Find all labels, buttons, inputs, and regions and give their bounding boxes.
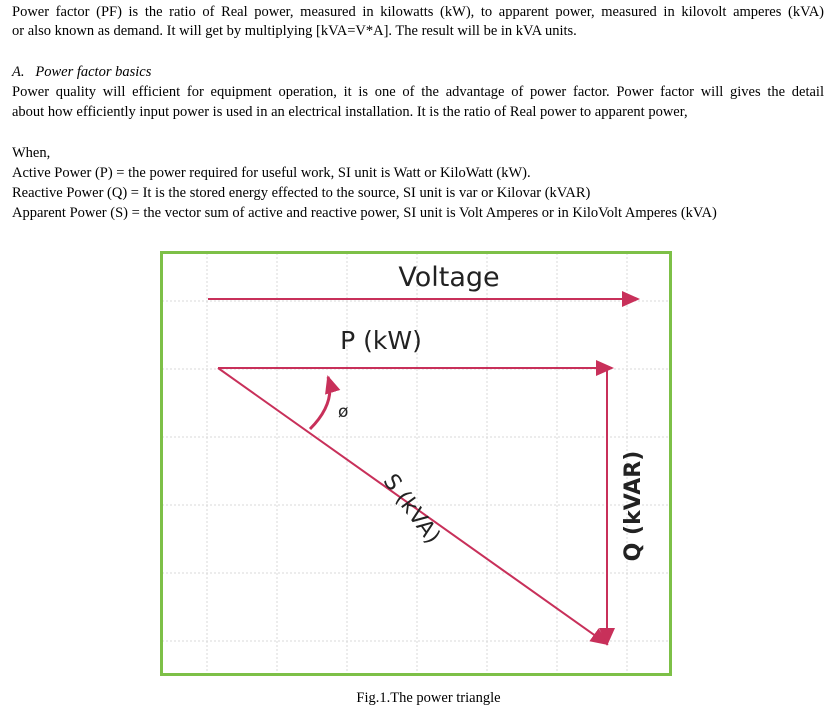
section-number: A. xyxy=(12,64,25,80)
reactive-power-label: Q (kVAR) xyxy=(621,451,646,562)
figure-caption: Fig.1.The power triangle xyxy=(356,690,501,706)
voltage-label: Voltage xyxy=(398,262,499,293)
paragraph-2-line-1: Power quality will efficient for equipme… xyxy=(12,84,824,100)
section-heading: A. Power factor basics xyxy=(12,63,151,81)
section-title: Power factor basics xyxy=(35,64,152,80)
angle-label: ø xyxy=(338,402,348,422)
paragraph-1-line-1: Power factor (PF) is the ratio of Real p… xyxy=(12,4,824,20)
definition-active-power: Active Power (P) = the power required fo… xyxy=(12,165,531,181)
paragraph-1-line-2: or also known as demand. It will get by … xyxy=(12,23,577,39)
apparent-power-arrow xyxy=(217,367,609,646)
figure-border xyxy=(160,251,672,676)
power-triangle-diagram: Voltage P (kW) Q (kVAR) S (kVA) ø xyxy=(160,251,672,676)
power-triangle-figure: Voltage P (kW) Q (kVAR) S (kVA) ø xyxy=(160,251,672,676)
figure-background xyxy=(160,251,672,676)
paragraph-2-line-2: about how efficiently input power is use… xyxy=(12,104,688,120)
angle-arc-icon xyxy=(308,375,341,431)
active-power-label: P (kW) xyxy=(340,326,422,355)
definition-reactive-power: Reactive Power (Q) = It is the stored en… xyxy=(12,185,591,201)
definition-apparent-power: Apparent Power (S) = the vector sum of a… xyxy=(12,205,717,221)
definitions-intro: When, xyxy=(12,145,51,161)
